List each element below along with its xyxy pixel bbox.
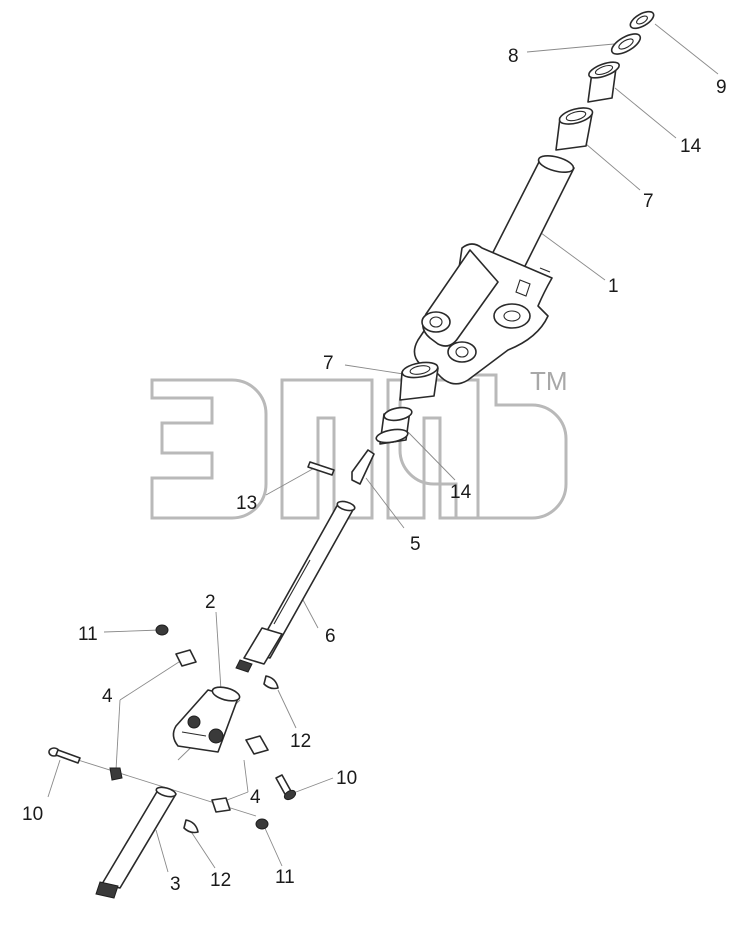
callout-1: 1 (608, 276, 619, 297)
bushing-7-upper (555, 107, 594, 151)
column-housing-1 (413, 154, 575, 385)
callout-12-upper: 12 (290, 731, 311, 752)
clip-4-right (245, 735, 269, 755)
nut-11-lower (255, 818, 269, 830)
callout-14-lower: 14 (450, 482, 472, 503)
universal-joint-2 (172, 686, 241, 753)
pin-13 (307, 461, 335, 476)
callout-labels: 1 2 3 4 4 5 6 7 7 8 9 10 10 11 11 12 12 … (22, 46, 727, 895)
nut-11-upper (155, 624, 169, 636)
clip-4-lower (211, 797, 231, 813)
callout-9: 9 (716, 77, 727, 98)
bolt-10-right (275, 774, 297, 801)
callout-10-right: 10 (336, 768, 357, 789)
leader-lines (47, 23, 719, 873)
bushing-7-lower (399, 361, 439, 401)
key-12-lower (183, 819, 199, 834)
clip-4-upper (175, 649, 197, 667)
bushing-14-lower (375, 406, 413, 445)
bolt-10-left (48, 747, 81, 764)
callout-3: 3 (170, 874, 181, 895)
callout-7-lower: 7 (323, 353, 334, 374)
callout-14-upper: 14 (680, 136, 702, 157)
callout-11-upper: 11 (78, 624, 98, 645)
callout-13: 13 (236, 493, 257, 514)
callout-8: 8 (508, 46, 519, 67)
callout-4-lower: 4 (250, 787, 261, 808)
washer-8 (610, 33, 642, 55)
callout-7-upper: 7 (643, 191, 654, 212)
callout-2: 2 (205, 592, 216, 613)
watermark-logo: TM (150, 366, 568, 520)
callout-11-lower: 11 (275, 867, 295, 888)
callout-5: 5 (410, 534, 421, 555)
callout-4-upper: 4 (102, 686, 113, 707)
clip-4-left (109, 767, 123, 781)
callout-10-left: 10 (22, 804, 43, 825)
watermark-tm: TM (530, 366, 568, 396)
callout-6: 6 (325, 626, 336, 647)
shaft-6 (235, 500, 356, 673)
key-5 (351, 449, 375, 485)
shaft-3 (95, 786, 177, 899)
washer-9 (629, 10, 655, 30)
bushing-14-upper (587, 61, 620, 103)
key-12-upper (263, 675, 279, 690)
callout-12-lower: 12 (210, 870, 231, 891)
